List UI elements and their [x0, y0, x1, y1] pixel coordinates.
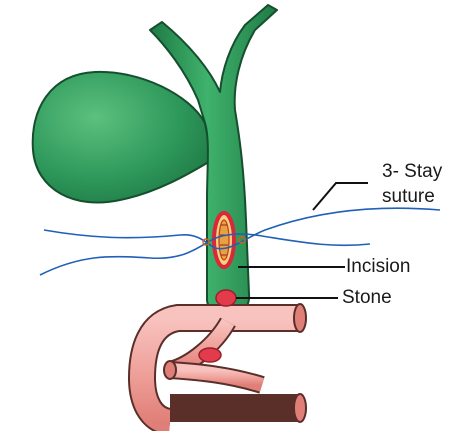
leader-stay-suture: [313, 183, 368, 210]
label-incision: Incision: [346, 256, 410, 278]
leader-lines: [236, 183, 368, 298]
incision-mark: [214, 213, 234, 267]
label-stone: Stone: [342, 287, 392, 309]
stone-mark: [216, 290, 236, 306]
gallbladder: [33, 72, 212, 203]
label-stay-suture-line1: 3- Stay: [382, 161, 442, 183]
label-stay-suture-line2: suture: [382, 186, 435, 208]
duodenum: [142, 304, 306, 422]
